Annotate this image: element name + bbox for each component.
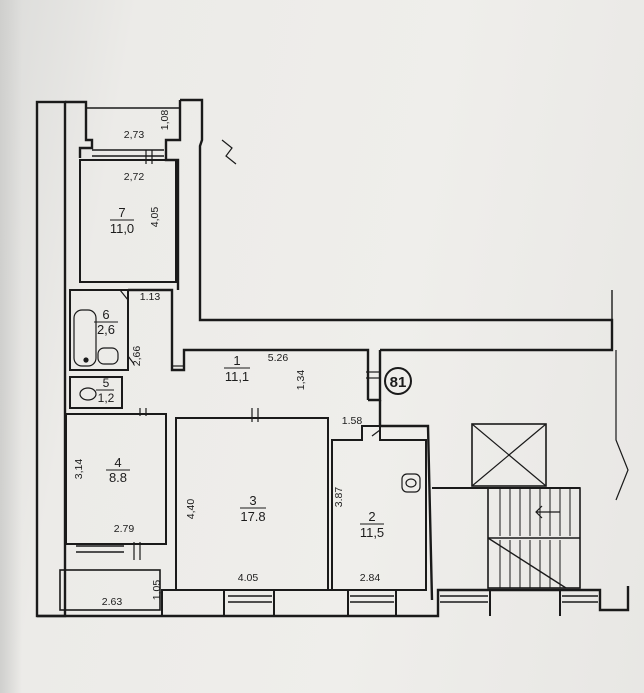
toilet-bowl	[79, 387, 97, 401]
room-1-area: 11,1	[225, 369, 249, 384]
room7-right-wall	[164, 100, 182, 290]
left-outer-wall	[35, 100, 67, 618]
kitchen-sink-bowl	[405, 478, 417, 488]
bottom-pier-2	[273, 589, 349, 616]
elevator-shaft	[471, 423, 547, 487]
fixtures	[73, 309, 421, 493]
dim-balcony2-width: 2.63	[102, 596, 123, 608]
room-4-area: 8.8	[109, 470, 127, 485]
apartment-number: 81	[390, 374, 407, 391]
room-4-number: 4	[114, 455, 121, 470]
room-6-walls	[69, 289, 129, 371]
bathtub-drain	[83, 357, 89, 363]
room-2-area: 11,5	[360, 525, 384, 540]
dim-room3-length: 4,40	[185, 499, 197, 520]
bathtub	[73, 309, 97, 367]
dim-room1-width: 5.26	[268, 352, 289, 364]
corridor-upper-wall	[180, 98, 614, 352]
bottom-outer-wall	[37, 586, 630, 618]
outer-walls	[35, 98, 630, 618]
balcony-bottom	[59, 569, 161, 611]
room-3-area: 17.8	[240, 509, 265, 524]
elevator-cross-2	[471, 423, 547, 487]
apartment-number-circle	[384, 367, 412, 395]
room-2-walls	[331, 425, 427, 591]
dim-corridor-width: 1.58	[342, 415, 363, 427]
room-5-number: 5	[103, 376, 110, 390]
dim-balcony2-depth: 1,05	[151, 580, 163, 601]
bottom-pier-4	[489, 589, 561, 616]
stair-diagonal	[487, 537, 567, 589]
door-jamb	[368, 350, 382, 402]
dim-room7-length: 4,05	[149, 207, 161, 228]
room-labels: 7 11,0 6 2,6 5 1,2 4 8.8 1 11,1 3 17.8 2…	[97, 205, 384, 540]
room-5-walls	[69, 376, 123, 409]
top-wall-left	[65, 100, 94, 158]
bathroom-sink	[97, 347, 119, 365]
dim-hall-width: 1.13	[140, 291, 161, 303]
room-7-area: 11,0	[110, 221, 134, 236]
break-line-top	[221, 139, 237, 165]
room-5-area: 1,2	[98, 391, 115, 405]
room-6-number: 6	[102, 307, 109, 322]
bottom-pier-1	[161, 589, 225, 616]
dim-room1-depth: 1,34	[295, 370, 307, 391]
room-2-right-wall	[378, 400, 434, 601]
area-fraction-bars	[94, 219, 384, 525]
room-1-number: 1	[233, 353, 240, 368]
dim-room4-length: 3,14	[73, 459, 85, 480]
dimension-labels: 2,73 1,08 2,72 4,05 1.13 2,66 5.26 1,34 …	[73, 110, 380, 608]
paper-edge-shadow	[0, 0, 22, 693]
dim-balcony-width: 2,73	[124, 129, 145, 141]
kitchen-sink	[401, 473, 421, 493]
break-line-right	[615, 350, 629, 501]
room-1-upper-wall	[128, 288, 370, 400]
stairwell	[432, 423, 581, 589]
dim-balcony-depth: 1,08	[159, 110, 171, 131]
dim-room2-width: 2.84	[360, 572, 381, 584]
stair-arrow	[535, 505, 560, 519]
room-4-walls	[65, 413, 167, 545]
dim-room3-width: 4.05	[238, 572, 259, 584]
room-7-number: 7	[118, 205, 125, 220]
room-2-number: 2	[368, 509, 375, 524]
dim-room2-length: 3.87	[333, 487, 345, 508]
dim-room7-width: 2,72	[124, 171, 145, 183]
door-marks	[119, 150, 381, 560]
dim-room4-width: 2.79	[114, 523, 135, 535]
dim-hall-length: 2,66	[131, 346, 143, 367]
room-6-area: 2,6	[97, 322, 115, 337]
room-3-number: 3	[249, 493, 256, 508]
